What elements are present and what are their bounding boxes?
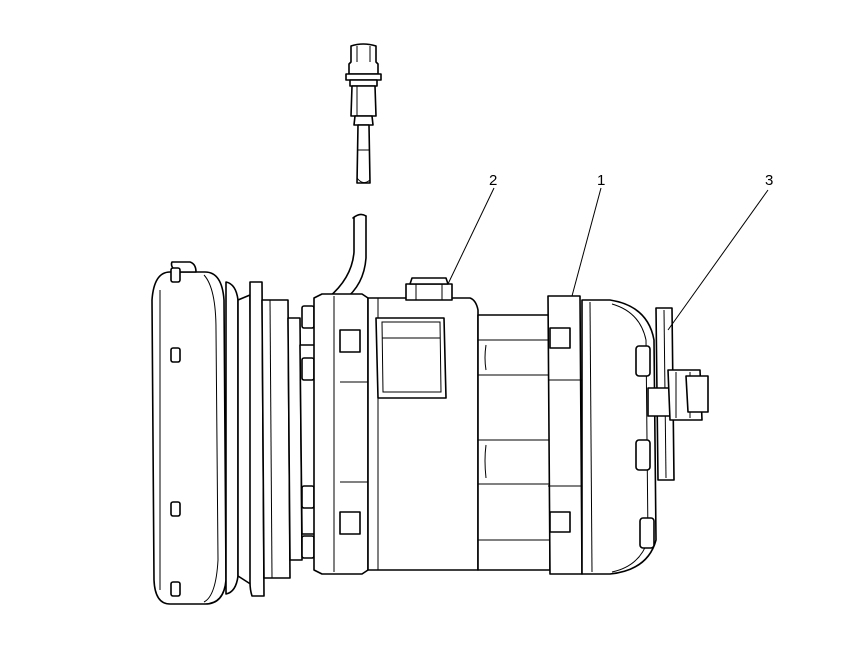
leader-line-1: [571, 187, 602, 297]
pressure-sensor: [345, 43, 382, 184]
rear-collar: [547, 295, 583, 575]
leader-line-2: [447, 187, 495, 285]
rear-bolts: [635, 345, 655, 549]
front-bolts: [301, 305, 315, 559]
hub-bolts: [170, 267, 181, 597]
callout-3: 3: [765, 172, 773, 189]
leader-lines: [447, 187, 769, 331]
callout-1: 1: [597, 172, 605, 189]
leader-line-3: [667, 189, 769, 331]
fitting-nut: [405, 277, 453, 301]
pulley: [225, 281, 317, 597]
callout-2: 2: [489, 172, 497, 189]
clutch-hub: [151, 261, 227, 605]
compressor-body: [367, 297, 551, 571]
sensor-tube: [327, 213, 367, 301]
front-head: [313, 293, 369, 575]
service-valve: [647, 307, 709, 481]
